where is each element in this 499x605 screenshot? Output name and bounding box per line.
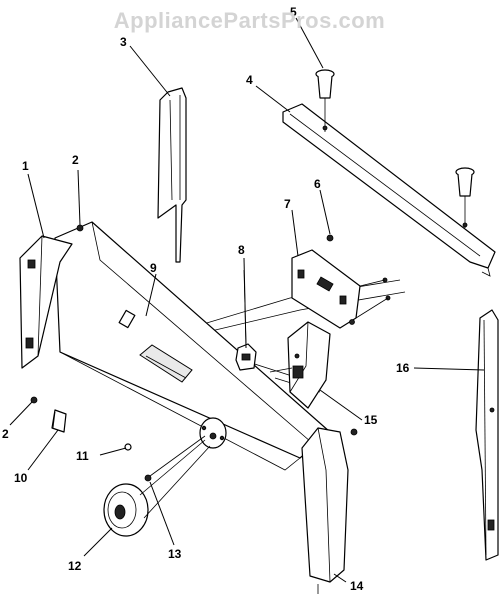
callout-3: 3 [120, 35, 127, 49]
part-12-knob [103, 439, 211, 537]
part-3-bracket [157, 87, 187, 263]
part-7-control-board [291, 249, 391, 329]
callout-11: 11 [76, 449, 89, 463]
callout-4: 4 [246, 73, 253, 87]
part-4-top-rail [282, 103, 496, 277]
part-11-screw [124, 443, 132, 451]
callout-14: 14 [350, 579, 364, 593]
part-2-screw-b [30, 396, 38, 404]
callout-10: 10 [14, 471, 28, 485]
part-10-clip [51, 409, 67, 433]
part-15-control-module [269, 321, 331, 409]
callout-5: 5 [290, 5, 297, 19]
part-8-switch [235, 269, 257, 371]
callout-15: 15 [364, 413, 378, 427]
part-5-socket-b [455, 167, 475, 228]
callout-7: 7 [284, 197, 291, 211]
leader-lines [9, 17, 485, 583]
callout-6: 6 [314, 177, 321, 191]
part-16-side-bracket [475, 309, 499, 561]
callout-labels: 1 2 2 3 4 5 6 7 8 9 10 11 12 13 14 15 16 [2, 5, 410, 593]
callout-16: 16 [396, 361, 410, 375]
part-9-control-panel [54, 221, 331, 471]
part-5-socket-a [315, 69, 335, 132]
callout-12: 12 [68, 559, 82, 573]
part-14-right-end-cap [301, 427, 358, 594]
callout-2-bottom: 2 [2, 427, 9, 441]
callout-8: 8 [238, 243, 245, 257]
callout-1: 1 [22, 159, 29, 173]
callout-9: 9 [150, 261, 157, 275]
part-2-screw-a [76, 224, 84, 232]
watermark: AppliancePartsPros.com [113, 8, 386, 33]
part-6-screw [326, 234, 334, 242]
part-1-left-end-cap [19, 235, 73, 369]
part-13-screw [144, 435, 206, 482]
callout-2-top: 2 [72, 153, 79, 167]
callout-13: 13 [168, 547, 182, 561]
